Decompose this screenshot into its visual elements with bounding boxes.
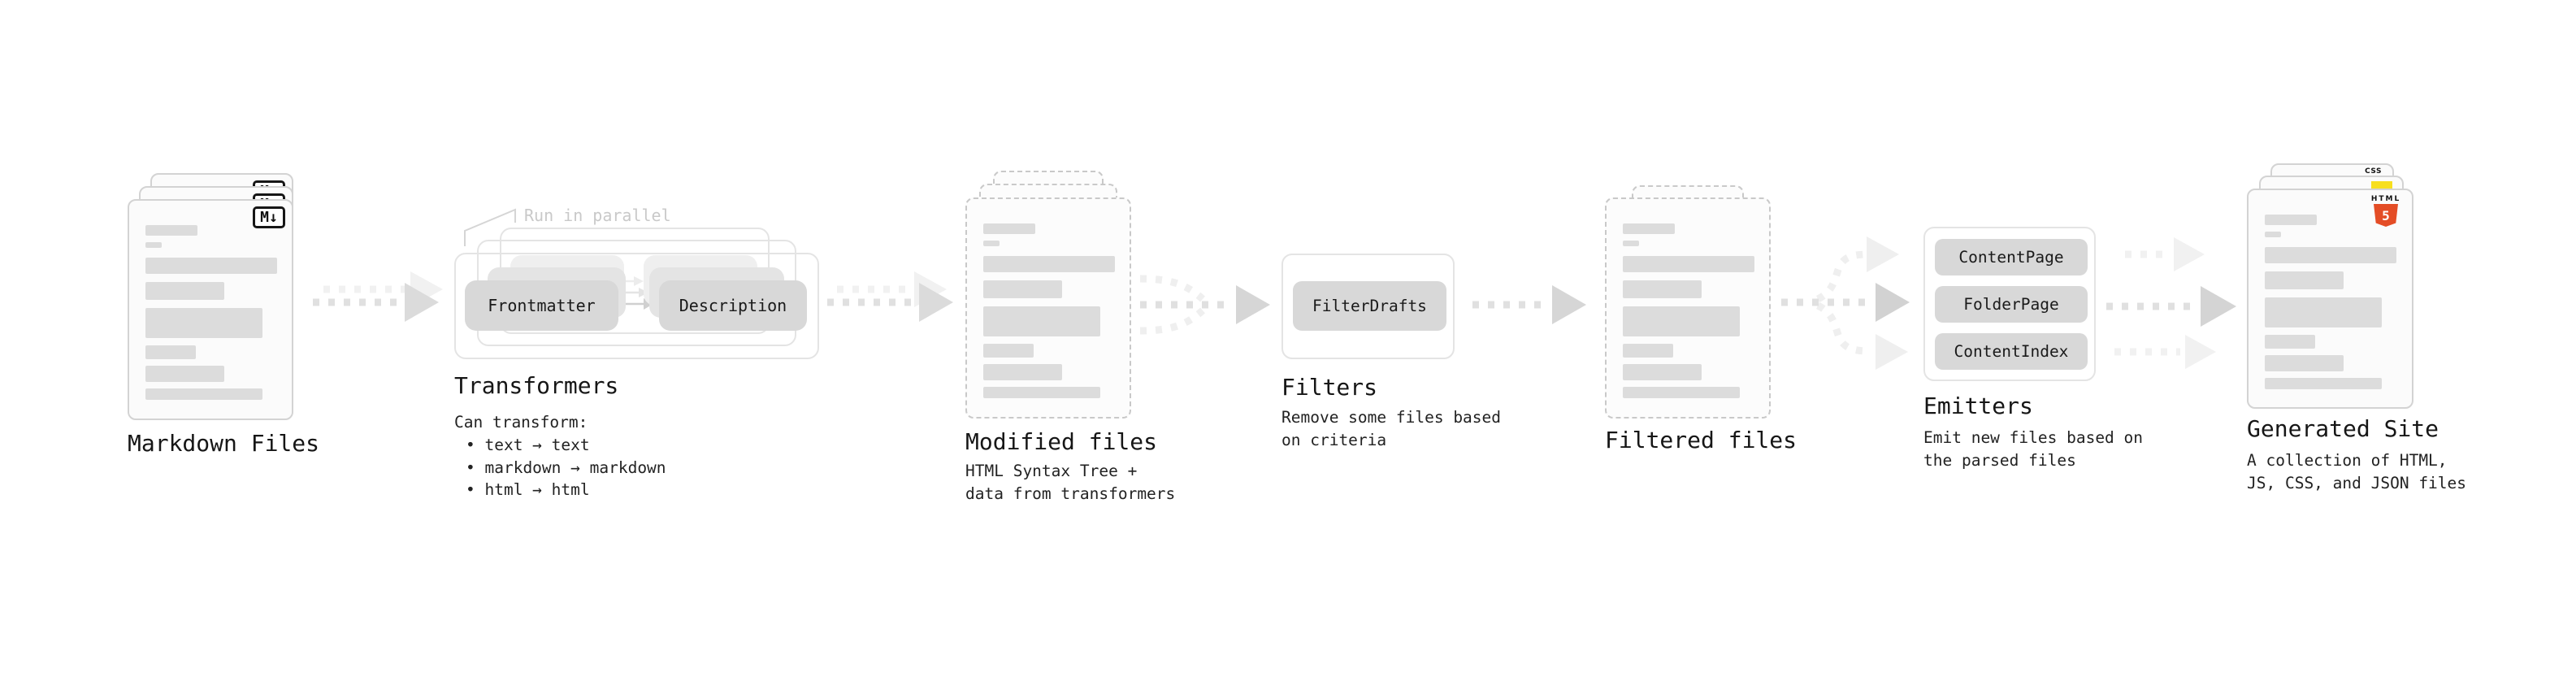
modified-files-title: Modified files xyxy=(965,428,1158,455)
bullet-line: • markdown → markdown xyxy=(466,458,666,477)
arrow-markdown-to-transformers-icon xyxy=(313,271,443,322)
document-text-placeholder xyxy=(983,199,1117,398)
description-box: Description xyxy=(659,280,807,331)
emitters-title: Emitters xyxy=(1923,393,2033,419)
arrow-emitters-to-generated-icon xyxy=(2106,237,2236,369)
transformers-desc-heading: Can transform: xyxy=(454,413,588,432)
markdown-files-title: Markdown Files xyxy=(128,430,320,457)
arrow-transformers-to-modified-icon xyxy=(827,271,953,322)
content-index-box: ContentIndex xyxy=(1935,333,2088,370)
desc-line: JS, CSS, and JSON files xyxy=(2247,473,2467,492)
bullet-line: • text → text xyxy=(466,436,590,454)
filters-title: Filters xyxy=(1281,374,1378,401)
filters-desc: Remove some files based on criteria xyxy=(1281,406,1501,451)
bullet-line: • html → html xyxy=(466,480,590,499)
markdown-icon: M↓ xyxy=(253,206,285,228)
annotation-leader-line xyxy=(464,208,516,246)
desc-line: data from transformers xyxy=(965,484,1176,503)
desc-line: on criteria xyxy=(1281,430,1387,449)
transformer-layer-front: Frontmatter Description xyxy=(454,253,819,359)
document-text-placeholder xyxy=(145,201,279,400)
desc-line: HTML Syntax Tree + xyxy=(965,462,1138,480)
arrow-filtered-to-emitters-icon xyxy=(1781,236,1910,370)
run-in-parallel-annotation: Run in parallel xyxy=(524,206,671,225)
generated-html-file-card: HTML 5 xyxy=(2247,189,2413,409)
filtered-file-card xyxy=(1605,197,1771,419)
modified-file-card xyxy=(965,197,1131,419)
html5-icon: HTML 5 xyxy=(2368,195,2404,227)
emitters-panel: ContentPage FolderPage ContentIndex xyxy=(1923,227,2096,381)
arrow-modified-to-filters-icon xyxy=(1139,275,1270,335)
desc-line: the parsed files xyxy=(1923,450,2076,470)
frontmatter-box: Frontmatter xyxy=(465,280,618,331)
desc-line: Remove some files based xyxy=(1281,408,1502,427)
emitters-desc: Emit new files based on the parsed files xyxy=(1923,427,2143,471)
modified-files-desc: HTML Syntax Tree + data from transformer… xyxy=(965,460,1175,505)
markdown-file-card: M↓ xyxy=(128,199,293,420)
content-page-box: ContentPage xyxy=(1935,239,2088,275)
filter-drafts-box: FilterDrafts xyxy=(1293,281,1446,331)
filters-panel: FilterDrafts xyxy=(1281,254,1455,359)
filtered-files-title: Filtered files xyxy=(1605,427,1798,453)
document-text-placeholder xyxy=(1623,199,1756,398)
transformers-title: Transformers xyxy=(454,372,619,399)
generated-site-title: Generated Site xyxy=(2247,415,2439,442)
desc-line: Emit new files based on xyxy=(1923,428,2144,447)
transformers-desc-bullets: • text → text • markdown → markdown • ht… xyxy=(454,434,666,501)
desc-line: A collection of HTML, xyxy=(2247,451,2448,470)
generated-site-desc: A collection of HTML, JS, CSS, and JSON … xyxy=(2247,449,2466,494)
document-text-placeholder xyxy=(2265,190,2398,389)
folder-page-box: FolderPage xyxy=(1935,286,2088,323)
arrow-filters-to-filtered-icon xyxy=(1472,285,1586,324)
